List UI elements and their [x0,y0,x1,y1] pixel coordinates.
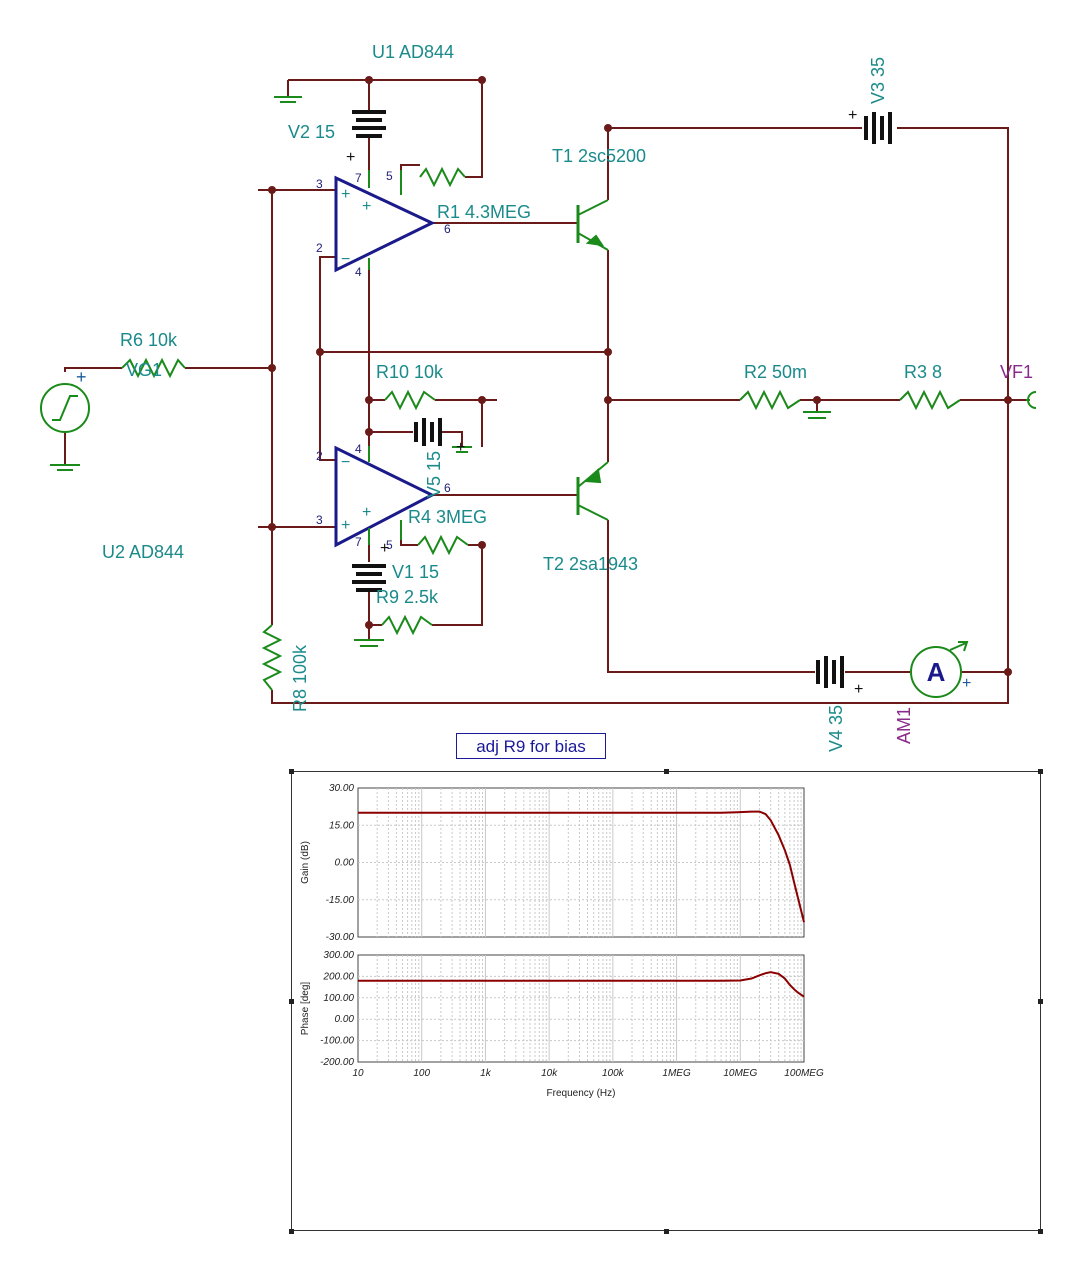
label-r1: R1 4.3MEG [437,202,531,222]
ground-icon [354,639,384,647]
pin-number: 6 [444,481,451,495]
opamp-u2-icon [334,445,436,548]
label-r9: R9 2.5k [376,587,439,607]
polarity-plus: + [380,540,389,557]
pin-number: 4 [355,265,362,279]
battery-v3 [864,112,892,144]
ground-icon [50,464,80,471]
opamp-u2-plus2: + [362,504,371,521]
polarity-plus: + [456,439,465,456]
battery-v5 [414,418,442,446]
label-r3: R3 8 [904,362,942,382]
resistor-r8 [261,624,283,691]
ammeter-icon [910,641,969,698]
battery-v1 [352,564,386,592]
wires [64,79,1026,704]
opamp-u2-plus: + [341,517,350,534]
pin-number: 4 [355,442,362,456]
polarity-plus: + [76,367,87,387]
opamps [334,175,436,548]
opamp-u1-plus2: + [362,198,371,215]
components [40,96,1037,698]
ammeter-label: A [927,657,946,687]
resize-handle[interactable] [289,999,294,1004]
transistor-t2-icon [576,461,609,521]
battery-v2 [352,110,386,138]
label-v4: V4 35 [826,705,846,752]
pin-number: 7 [355,171,362,185]
transistor-t1-icon [576,199,609,251]
opamp-u1-icon [334,175,436,273]
bode-plot-frame [291,771,1041,1231]
resistor-r4 [417,534,469,556]
polarity-plus: + [962,675,971,692]
ground-icon [803,411,831,419]
label-v3: V3 35 [868,57,888,104]
label-r4: R4 3MEG [408,507,487,527]
opamp-u1-plus: + [341,186,350,203]
resistor-r1 [419,166,466,188]
label-t2: T2 2sa1943 [543,554,638,574]
label-u2: U2 AD844 [102,542,184,562]
label-am1: AM1 [894,707,914,744]
label-t1: T1 2sc5200 [552,146,646,166]
resize-handle[interactable] [1038,769,1043,774]
resize-handle[interactable] [1038,999,1043,1004]
polarity-plus: + [346,149,355,166]
label-v5: V5 15 [424,451,444,498]
resistor-r9 [381,614,433,636]
resistor-r2 [739,389,801,411]
resize-handle[interactable] [1038,1229,1043,1234]
label-r6: R6 10k [120,330,178,350]
resistor-r3 [899,389,961,411]
pin-number: 6 [444,222,451,236]
label-vf1: VF1 [1000,362,1033,382]
label-r10: R10 10k [376,362,444,382]
label-r8: R8 100k [290,644,310,712]
circuit-schematic: + + − − + + 3 2 7 4 5 6 2 3 4 7 5 6 + + … [40,42,1037,752]
pin-number: 3 [316,177,323,191]
label-u1: U1 AD844 [372,42,454,62]
resistor-r6 [121,357,186,379]
pin-number: 7 [355,535,362,549]
junctions [268,76,1012,676]
opamp-u1-minus: − [341,251,350,268]
ground-icon [274,96,302,103]
pin-number: 3 [316,513,323,527]
pin-number: 5 [386,169,393,183]
resize-handle[interactable] [289,769,294,774]
pin-number: 2 [316,449,323,463]
label-v2: V2 15 [288,122,335,142]
bias-note: adj R9 for bias [456,733,606,759]
resistor-r10 [384,389,436,411]
label-r2: R2 50m [744,362,807,382]
pin-number: 5 [386,538,393,552]
polarity-plus: + [854,681,863,698]
polarity-plus: + [848,107,857,124]
ground-icon [452,446,472,453]
signal-generator-icon [40,383,90,433]
pin-number: 2 [316,241,323,255]
label-v1: V1 15 [392,562,439,582]
label-vg1: VG1 [126,360,162,380]
resize-handle[interactable] [289,1229,294,1234]
resize-handle[interactable] [664,769,669,774]
resize-handle[interactable] [664,1229,669,1234]
opamp-u2-minus: − [341,454,350,471]
battery-v4 [816,656,844,688]
